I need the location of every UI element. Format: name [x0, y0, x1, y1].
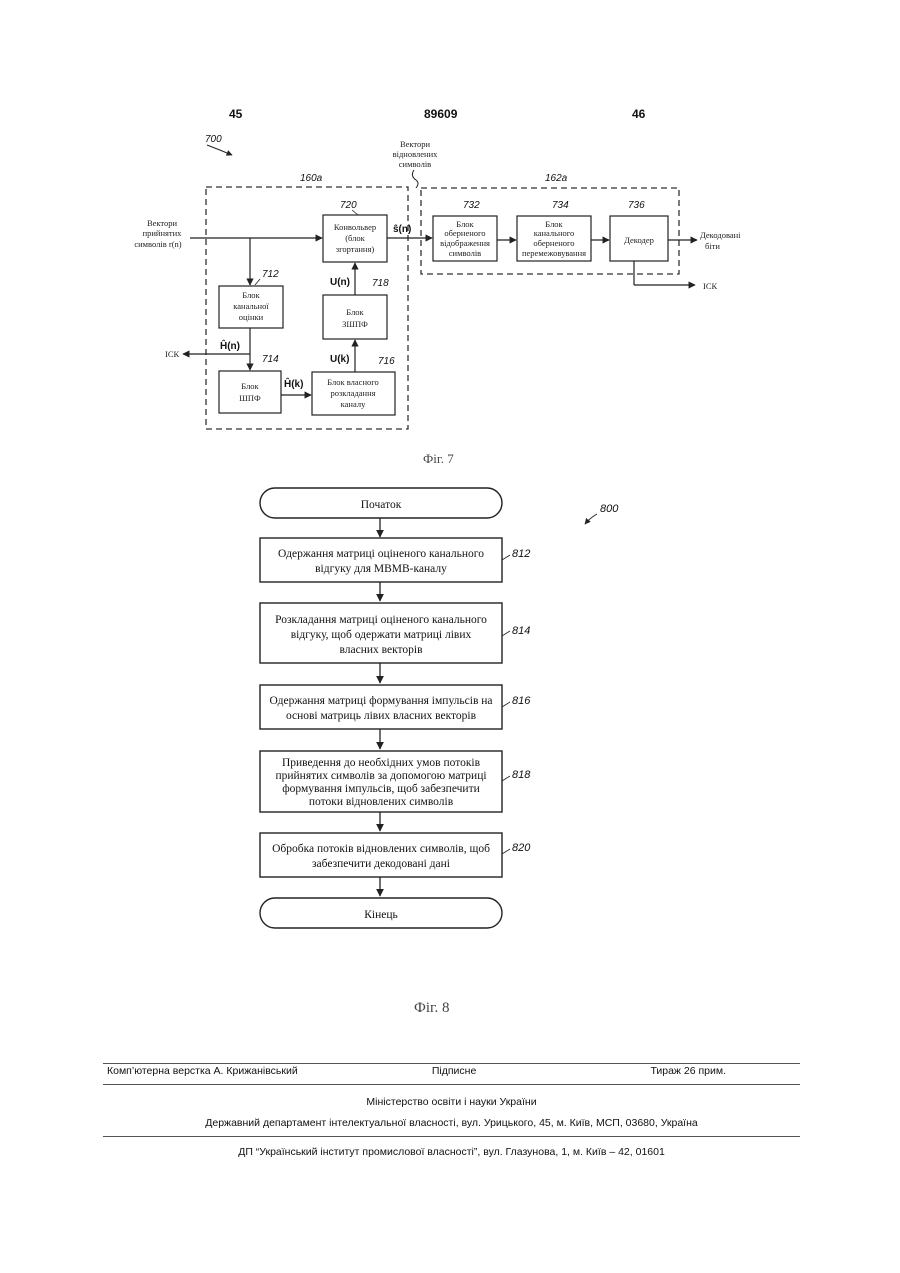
step-818-line-1: Приведення до необхідних умов потоків — [282, 757, 481, 769]
start-label: Початок — [361, 499, 402, 511]
footer-institute: ДП “Український інститут промислової вла… — [103, 1146, 800, 1158]
fft-label-1: Блок — [241, 381, 259, 391]
footer-signed: Підписне — [432, 1065, 476, 1077]
footer-ministry: Міністерство освіти і науки України — [103, 1096, 800, 1108]
eigen-label-2: розкладання — [330, 388, 375, 398]
figure-8-flowchart: 800 Початок Одержання матриці оціненого … — [0, 470, 900, 1030]
ref-736: 736 — [628, 200, 645, 211]
deinterleave-label-3: оберненого — [533, 238, 574, 248]
csi-label-right: ІСК — [703, 281, 718, 291]
page-number-right: 46 — [632, 107, 645, 121]
channel-est-label-2: канальної — [233, 301, 269, 311]
footer-rule-top — [103, 1063, 800, 1064]
eigen-label-3: каналу — [341, 399, 366, 409]
figure-7-caption: Фіг. 7 — [423, 451, 454, 467]
footer-rule-bottom — [103, 1136, 800, 1137]
output-label-1: Декодовані — [700, 230, 741, 240]
recovered-vectors-label-1: Вектори — [400, 139, 431, 149]
recovered-vectors-label-3: символів — [399, 159, 431, 169]
s-n-symbol: ŝ(n) — [393, 224, 411, 235]
step-818-line-2: прийнятих символів за допомогою матриці — [275, 770, 486, 782]
ifft-label-2: ЗШПФ — [342, 319, 368, 329]
ref-712: 712 — [262, 269, 279, 280]
demap-label-3: відображення — [440, 238, 490, 248]
ref-800: 800 — [600, 503, 619, 515]
ref-734: 734 — [552, 200, 569, 211]
output-label-2: біти — [705, 241, 720, 251]
footer-rule-mid — [103, 1084, 800, 1085]
h-k-symbol: Ĥ(k) — [284, 377, 303, 390]
step-818-line-4: потоки відновлених символів — [309, 796, 454, 808]
decoder-label: Декодер — [624, 235, 654, 245]
ifft-block — [323, 295, 387, 339]
figure-7-diagram: 700 160a 162a Вектори відновлених символ… — [0, 125, 900, 455]
ref-814: 814 — [512, 625, 530, 637]
ref-820: 820 — [512, 842, 531, 854]
convolver-label-1: Конвольвер — [334, 222, 376, 232]
step-816-line-1: Одержання матриці формування імпульсів н… — [269, 695, 492, 707]
figure-8-caption: Фіг. 8 — [414, 1000, 449, 1017]
convolver-label-3: згортання) — [336, 244, 375, 254]
channel-est-label-3: оцінки — [239, 312, 264, 322]
eigen-label-1: Блок власного — [327, 377, 379, 387]
ref-162a: 162a — [545, 173, 568, 184]
step-820-line-2: забезпечити декодовані дані — [312, 858, 450, 870]
step-818-line-3: формування імпульсів, щоб забезпечити — [282, 783, 480, 795]
recovered-vectors-label-2: відновлених — [393, 149, 439, 159]
page-number-left: 45 — [229, 107, 242, 121]
step-812-line-2: відгуку для МВМВ-каналу — [315, 563, 447, 575]
input-label-1: Вектори — [147, 218, 178, 228]
convolver-label-2: (блок — [345, 233, 365, 243]
ref-818: 818 — [512, 769, 531, 781]
footer-department: Державний департамент інтелектуальної вл… — [103, 1117, 800, 1129]
ref-160a: 160a — [300, 173, 323, 184]
ref-816: 816 — [512, 695, 531, 707]
input-label-2: прийнятих — [143, 228, 183, 238]
ref-732: 732 — [463, 200, 480, 211]
h-n-symbol: Ĥ(n) — [220, 339, 240, 352]
footer-layout-credit: Комп’ютерна верстка А. Крижанівський — [103, 1065, 298, 1077]
step-814-line-3: власних векторів — [339, 644, 423, 656]
ref-718: 718 — [372, 278, 389, 289]
end-label: Кінець — [364, 909, 398, 921]
fft-label-2: ШПФ — [239, 393, 261, 403]
step-812-line-1: Одержання матриці оціненого канального — [278, 548, 484, 560]
ref-716: 716 — [378, 356, 395, 367]
step-820-line-1: Обробка потоків відновлених символів, що… — [272, 843, 490, 855]
step-820-box — [260, 833, 502, 877]
ref-812: 812 — [512, 548, 530, 560]
deinterleave-label-4: перемежовування — [522, 248, 586, 258]
csi-label-left: ІСК — [165, 349, 180, 359]
input-label-3: символів r(n) — [134, 239, 181, 249]
u-k-symbol: U(k) — [330, 354, 349, 365]
ref-714: 714 — [262, 354, 279, 365]
ifft-label-1: Блок — [346, 307, 364, 317]
channel-est-label-1: Блок — [242, 290, 260, 300]
step-816-box — [260, 685, 502, 729]
demap-label-4: символів — [449, 248, 481, 258]
fft-block — [219, 371, 281, 413]
demap-label-2: оберненого — [444, 228, 485, 238]
footer-circulation: Тираж 26 прим. — [650, 1065, 800, 1077]
step-816-line-2: основі матриць лівих власних векторів — [286, 710, 477, 722]
step-812-box — [260, 538, 502, 582]
u-n-symbol: U(n) — [330, 277, 350, 288]
patent-number: 89609 — [424, 107, 457, 121]
ref-720: 720 — [340, 200, 357, 211]
deinterleave-label-2: канального — [534, 228, 575, 238]
step-814-line-2: відгуку, щоб одержати матриці лівих — [291, 629, 472, 641]
ref-700: 700 — [205, 134, 222, 145]
footer-row: Комп’ютерна верстка А. Крижанівський Під… — [103, 1065, 800, 1077]
step-814-line-1: Розкладання матриці оціненого канального — [275, 614, 487, 626]
